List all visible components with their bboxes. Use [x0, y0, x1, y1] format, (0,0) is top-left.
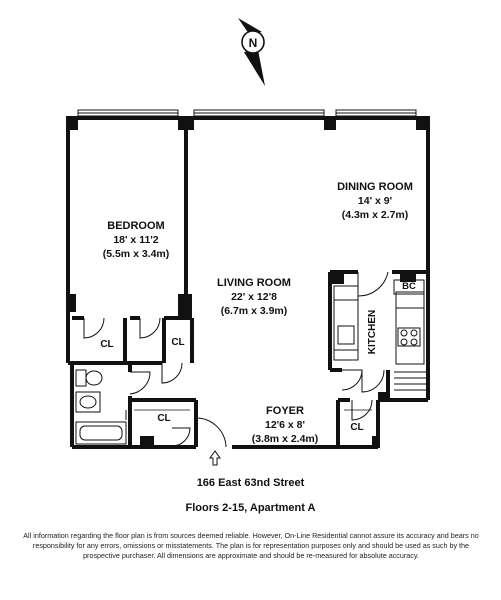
- living-room-dims-m: (6.7m x 3.9m): [221, 305, 288, 317]
- closet-label: CL: [171, 337, 184, 348]
- dining-room-label: DINING ROOM: [337, 181, 413, 193]
- closet-label: CL: [350, 422, 363, 433]
- disclaimer-text: All information regarding the floor plan…: [23, 531, 479, 560]
- compass: N: [238, 18, 265, 86]
- building-address: 166 East 63nd Street: [196, 477, 305, 489]
- bedroom-dims-ft: 18' x 11'2: [113, 234, 158, 246]
- dining-room-dims-m: (4.3m x 2.7m): [342, 209, 409, 221]
- room-labels: BEDROOM 18' x 11'2 (5.5m x 3.4m) LIVING …: [100, 181, 416, 445]
- entrance-arrow-icon: [209, 450, 221, 466]
- kitchen-fixtures: [333, 279, 426, 391]
- floors-apartment: Floors 2-15, Apartment A: [185, 502, 316, 514]
- floor-plan: N: [66, 18, 430, 466]
- bedroom-label: BEDROOM: [107, 220, 164, 232]
- foyer-label: FOYER: [266, 405, 304, 417]
- foyer-dims-m: (3.8m x 2.4m): [252, 433, 319, 445]
- doors: [83, 271, 389, 448]
- closet-label: CL: [157, 413, 170, 424]
- bc-label: BC: [402, 281, 416, 292]
- north-arrow-icon: [238, 18, 265, 86]
- windows: [77, 109, 417, 117]
- living-room-label: LIVING ROOM: [217, 277, 291, 289]
- bathroom-fixtures: [75, 369, 127, 445]
- kitchen-label: KITCHEN: [367, 310, 378, 354]
- living-room-dims-ft: 22' x 12'8: [231, 291, 277, 303]
- bedroom-dims-m: (5.5m x 3.4m): [103, 248, 170, 260]
- columns: [66, 116, 430, 448]
- compass-letter: N: [249, 36, 258, 50]
- foyer-dims-ft: 12'6 x 8': [265, 419, 305, 431]
- dining-room-dims-ft: 14' x 9': [358, 195, 392, 207]
- closet-label: CL: [100, 339, 113, 350]
